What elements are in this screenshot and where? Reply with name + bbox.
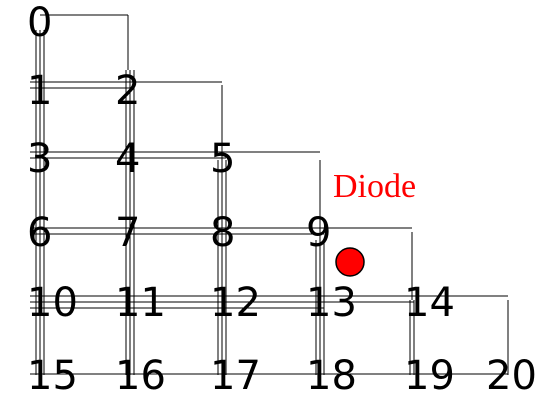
node-label: 8 (210, 210, 235, 256)
node-label: 17 (210, 353, 261, 393)
wire-row-3 (30, 227, 412, 235)
wire-column-1 (125, 15, 135, 375)
diode-label: Diode (333, 168, 416, 205)
node-labels: 0 1 2 3 4 5 6 7 8 9 10 11 12 13 14 15 16… (27, 0, 537, 393)
node-label: 14 (404, 280, 455, 326)
node-label: 4 (115, 136, 140, 182)
node-label: 0 (27, 0, 52, 46)
node-label: 6 (27, 210, 52, 256)
node-label: 10 (27, 280, 78, 326)
diode-dot (335, 247, 365, 277)
diode-marker: Diode (333, 168, 416, 277)
wire-column-4 (409, 232, 415, 375)
wire-row-2 (30, 151, 320, 159)
wire-column-3 (315, 160, 325, 375)
node-label: 7 (115, 210, 140, 256)
node-label: 16 (115, 353, 166, 393)
node-label: 11 (115, 280, 166, 326)
wire-network (30, 14, 509, 375)
node-label: 5 (210, 136, 235, 182)
wire-row-4 (30, 295, 508, 309)
node-label: 3 (27, 136, 52, 182)
wire-column-2 (217, 85, 227, 375)
node-label: 2 (115, 68, 140, 114)
node-label: 19 (404, 353, 455, 393)
node-label: 18 (306, 353, 357, 393)
node-label: 9 (306, 210, 331, 256)
node-label: 12 (210, 280, 261, 326)
node-label: 13 (306, 280, 357, 326)
node-label: 1 (27, 68, 52, 114)
wire-row-1 (30, 81, 222, 89)
node-label: 20 (486, 353, 537, 393)
node-label: 15 (27, 353, 78, 393)
